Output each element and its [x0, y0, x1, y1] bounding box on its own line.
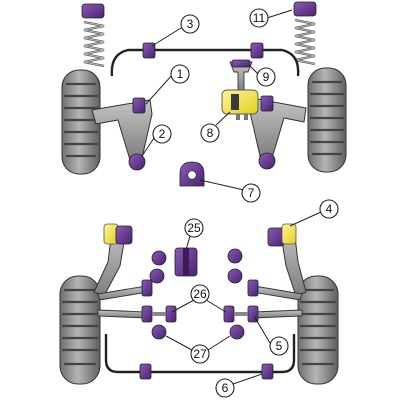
- leader-26a: [171, 299, 195, 313]
- callout-8-label: 8: [207, 126, 214, 140]
- rear-right-upper-link: [247, 279, 303, 301]
- leader-27b: [207, 335, 231, 351]
- rear-left-tyre: [59, 275, 101, 385]
- rear-anti-roll-bar-bush-right: [261, 363, 274, 380]
- callout-3: 3: [180, 14, 200, 34]
- loose-bush-group-27: [151, 324, 245, 340]
- leader-6: [232, 373, 263, 385]
- leader-26b: [205, 299, 227, 313]
- rear-right-lower-link: [223, 305, 303, 323]
- rear-right-trailing-arm-bush: [267, 223, 297, 247]
- leader-5: [253, 315, 271, 344]
- rear-anti-roll-bar-bush-left: [139, 363, 152, 380]
- leader-1: [145, 73, 174, 105]
- callout-7-label: 7: [248, 186, 255, 200]
- rear-left-lower-link: [97, 305, 177, 323]
- spring-top-mount-bush: [81, 3, 105, 19]
- callout-3-label: 3: [187, 17, 194, 31]
- rear-left-upper-link: [97, 279, 153, 301]
- rear-left-trailing-arm-bush: [103, 223, 133, 245]
- callout-9: 9: [256, 67, 276, 87]
- callout-6-label: 6: [222, 381, 229, 395]
- wishbone-front-bush-left: [132, 97, 146, 114]
- callout-6: 6: [215, 378, 235, 398]
- loose-bush-group-25: [149, 247, 243, 284]
- callout-11: 11: [249, 8, 269, 28]
- engine-mount-insert: [221, 89, 259, 120]
- front-right-tyre: [307, 67, 347, 173]
- leader-11: [266, 9, 293, 19]
- spring-top-mount-bush: [293, 1, 317, 17]
- gearbox-mount-bracket: [229, 59, 253, 93]
- callout-25-label: 25: [187, 221, 201, 235]
- leader-7: [199, 179, 245, 191]
- callout-5-label: 5: [276, 339, 283, 353]
- callout-9-label: 9: [263, 70, 270, 84]
- wishbone-rear-bush-right: [258, 152, 276, 170]
- callout-27-label: 27: [193, 347, 207, 361]
- front-anti-roll-bar-bush-left: [142, 42, 156, 59]
- gearbox-mount-bush: [231, 59, 251, 68]
- callout-25: 25: [184, 218, 204, 238]
- callout-5: 5: [269, 336, 289, 356]
- wishbone-rear-bush-left: [128, 153, 146, 171]
- callout-2: 2: [152, 124, 172, 144]
- callout-26-label: 26: [193, 287, 207, 301]
- leader-25: [185, 235, 191, 251]
- leader-4: [289, 211, 322, 227]
- callout-11-label: 11: [253, 11, 266, 25]
- front-left-coil-spring: [81, 3, 105, 68]
- leader-8: [215, 111, 231, 126]
- callout-1-label: 1: [177, 67, 184, 81]
- leader-3: [151, 27, 182, 47]
- front-anti-roll-bar: [110, 48, 300, 77]
- callout-26: 26: [190, 284, 210, 304]
- callout-4: 4: [319, 199, 339, 219]
- callout-7: 7: [241, 183, 261, 203]
- callout-27: 27: [190, 344, 210, 364]
- callout-4-label: 4: [326, 202, 333, 216]
- front-anti-roll-bar-bush-right: [250, 42, 264, 59]
- leader-27a: [165, 335, 193, 351]
- callout-2-label: 2: [159, 127, 166, 141]
- anti-roll-bar-link-bush: [179, 161, 205, 187]
- wishbone-front-bush-right: [260, 95, 274, 112]
- callout-8: 8: [200, 123, 220, 143]
- front-right-coil-spring: [293, 1, 317, 66]
- rear-anti-roll-bar: [104, 334, 296, 374]
- front-left-tyre: [61, 69, 101, 175]
- callout-1: 1: [170, 64, 190, 84]
- rear-right-tyre: [297, 275, 339, 385]
